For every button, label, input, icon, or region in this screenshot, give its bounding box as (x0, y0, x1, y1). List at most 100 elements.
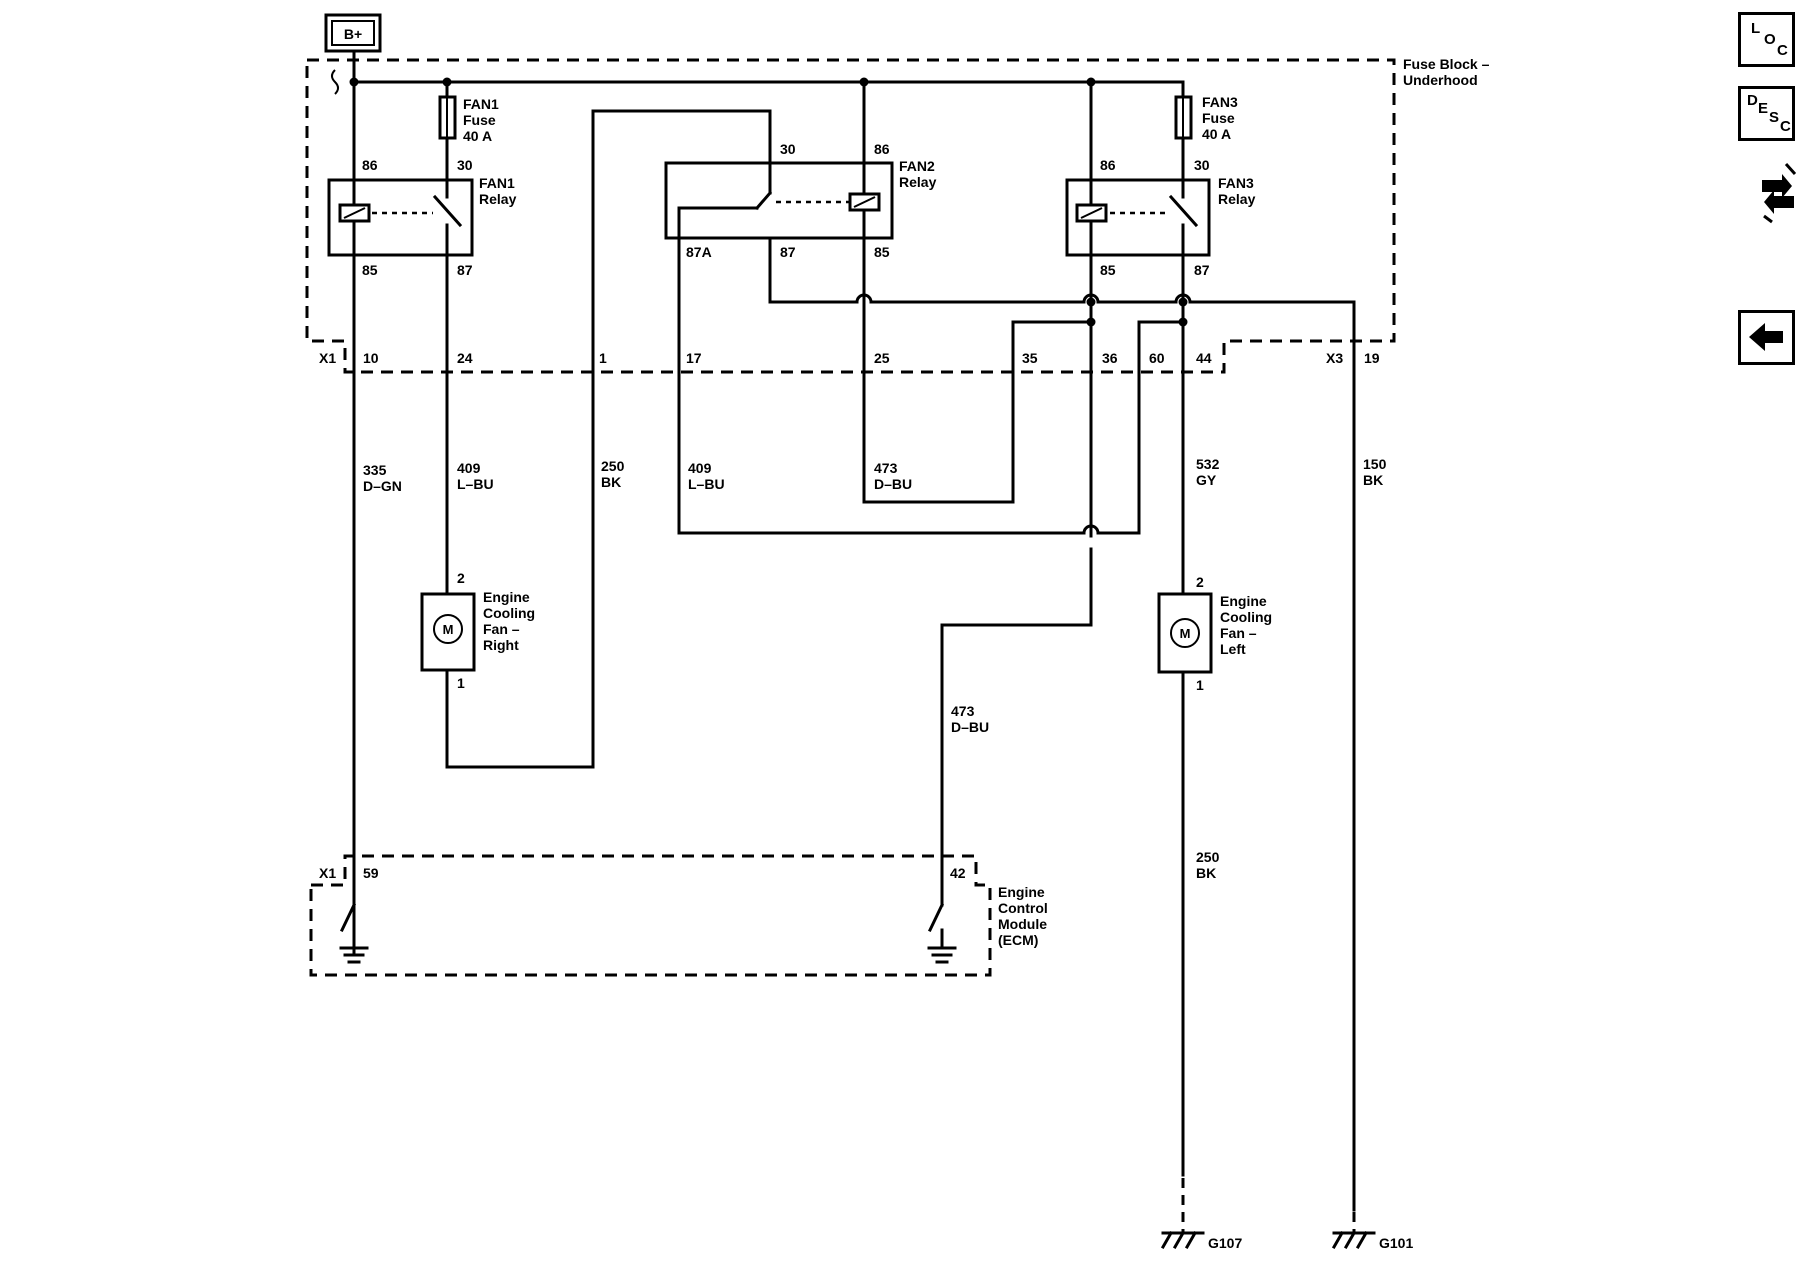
svg-text:60: 60 (1149, 350, 1165, 366)
wire-labels: 335 D–GN 409 L–BU 250 BK 409 L–BU 473 D–… (363, 456, 1387, 881)
svg-text:G107: G107 (1208, 1235, 1242, 1251)
fuse-block-outline (305, 58, 1396, 374)
svg-text:30: 30 (1194, 157, 1210, 173)
svg-text:Fan –: Fan – (483, 621, 520, 637)
svg-text:473: 473 (951, 703, 975, 719)
loc-letter-o: O (1764, 31, 1776, 48)
connector-end-view-icon (1762, 162, 1797, 224)
svg-text:BK: BK (601, 474, 621, 490)
connector-x3: X3 19 (1326, 350, 1380, 366)
desc-letter-d: D (1747, 92, 1758, 109)
svg-text:2: 2 (1196, 574, 1204, 590)
svg-text:L–BU: L–BU (457, 476, 494, 492)
fan3-relay: 86 30 85 87 FAN3 Relay (1065, 157, 1256, 278)
svg-text:Engine: Engine (1220, 593, 1267, 609)
svg-text:40 A: 40 A (1202, 126, 1231, 142)
svg-text:Fuse: Fuse (463, 112, 496, 128)
fuse-block-title: Fuse Block – (1403, 56, 1490, 72)
svg-text:335: 335 (363, 462, 387, 478)
svg-text:M: M (1180, 626, 1191, 641)
desc-letter-s: S (1769, 109, 1780, 126)
internal-wiring (591, 80, 1356, 1212)
svg-text:D–BU: D–BU (951, 719, 989, 735)
svg-text:Engine: Engine (998, 884, 1045, 900)
svg-text:Engine: Engine (483, 589, 530, 605)
svg-text:19: 19 (1364, 350, 1380, 366)
fuse-block-title-2: Underhood (1403, 72, 1478, 88)
fan1-fuse: FAN1 Fuse 40 A (438, 80, 499, 182)
svg-text:86: 86 (1100, 157, 1116, 173)
svg-text:D–GN: D–GN (363, 478, 402, 494)
harness-wires (445, 253, 1356, 1233)
svg-text:X1: X1 (319, 865, 336, 881)
svg-text:250: 250 (1196, 849, 1220, 865)
svg-text:D–BU: D–BU (874, 476, 912, 492)
svg-text:Cooling: Cooling (1220, 609, 1272, 625)
svg-text:150: 150 (1363, 456, 1387, 472)
loc-letter-c: C (1777, 42, 1788, 59)
svg-text:250: 250 (601, 458, 625, 474)
svg-text:25: 25 (874, 350, 890, 366)
svg-text:X3: X3 (1326, 350, 1343, 366)
svg-text:Relay: Relay (899, 174, 937, 190)
svg-text:36: 36 (1102, 350, 1118, 366)
svg-text:Fuse: Fuse (1202, 110, 1235, 126)
svg-text:473: 473 (874, 460, 898, 476)
back-button[interactable] (1738, 310, 1795, 365)
svg-text:Relay: Relay (479, 191, 517, 207)
svg-text:42: 42 (950, 865, 966, 881)
connector-end-view-button[interactable] (1760, 156, 1797, 224)
svg-text:87: 87 (1194, 262, 1210, 278)
svg-text:87: 87 (457, 262, 473, 278)
svg-text:409: 409 (457, 460, 481, 476)
svg-text:X1: X1 (319, 350, 336, 366)
connector-x1: X1 10 24 1 17 25 35 36 60 44 (319, 350, 1212, 366)
location-button[interactable]: L O C (1738, 12, 1795, 67)
desc-letter-e: E (1758, 100, 1769, 117)
svg-text:B+: B+ (344, 26, 362, 42)
loc-letter-l: L (1751, 20, 1761, 37)
svg-text:Left: Left (1220, 641, 1246, 657)
fan1-relay: 86 30 85 87 FAN1 Relay (327, 157, 517, 278)
svg-text:30: 30 (457, 157, 473, 173)
svg-text:BK: BK (1363, 472, 1383, 488)
svg-text:FAN1: FAN1 (463, 96, 499, 112)
svg-text:FAN3: FAN3 (1202, 94, 1238, 110)
svg-text:Cooling: Cooling (483, 605, 535, 621)
svg-text:40 A: 40 A (463, 128, 492, 144)
fan3-fuse: FAN3 Fuse 40 A (1174, 80, 1238, 182)
svg-text:86: 86 (874, 141, 890, 157)
svg-text:35: 35 (1022, 350, 1038, 366)
svg-text:409: 409 (688, 460, 712, 476)
svg-text:44: 44 (1196, 350, 1212, 366)
svg-text:85: 85 (874, 244, 890, 260)
svg-text:FAN3: FAN3 (1218, 175, 1254, 191)
svg-text:86: 86 (362, 157, 378, 173)
engine-cooling-fan-right: M 2 1 Engine Cooling Fan – Right (420, 570, 535, 691)
svg-text:FAN1: FAN1 (479, 175, 515, 191)
svg-text:85: 85 (1100, 262, 1116, 278)
fan2-relay: 30 86 87A 87 85 FAN2 Relay (664, 141, 937, 535)
svg-text:(ECM): (ECM) (998, 932, 1038, 948)
engine-cooling-fan-left: M 2 1 Engine Cooling Fan – Left (1157, 574, 1272, 693)
back-arrow-icon (1749, 323, 1783, 351)
svg-text:BK: BK (1196, 865, 1216, 881)
desc-letter-c: C (1780, 118, 1791, 135)
ground-g101: G101 (1331, 1230, 1413, 1251)
svg-text:24: 24 (457, 350, 473, 366)
engine-control-module: X1 59 42 Engine Control Module (ECM) (309, 854, 1048, 977)
svg-text:532: 532 (1196, 456, 1220, 472)
svg-text:Relay: Relay (1218, 191, 1256, 207)
svg-text:87A: 87A (686, 244, 712, 260)
svg-text:10: 10 (363, 350, 379, 366)
svg-text:FAN2: FAN2 (899, 158, 935, 174)
svg-text:2: 2 (457, 570, 465, 586)
ground-g107: G107 (1160, 1230, 1242, 1251)
description-button[interactable]: D E S C (1738, 86, 1795, 141)
svg-text:G101: G101 (1379, 1235, 1413, 1251)
battery-positive-label: B+ (324, 13, 382, 53)
svg-text:Right: Right (483, 637, 519, 653)
svg-text:59: 59 (363, 865, 379, 881)
svg-text:M: M (443, 622, 454, 637)
